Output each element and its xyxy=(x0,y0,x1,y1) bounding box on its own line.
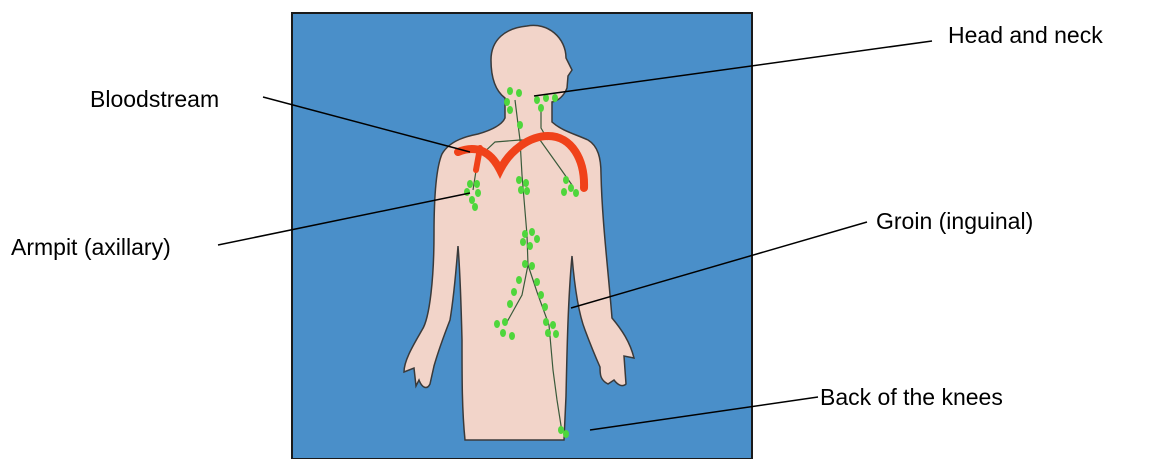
lymph-node xyxy=(538,104,544,112)
lymph-node xyxy=(507,106,513,114)
label-armpit: Armpit (axillary) xyxy=(11,236,171,259)
lymph-node xyxy=(507,300,513,308)
lymph-node xyxy=(516,176,522,184)
lymph-node xyxy=(523,179,529,187)
lymph-node xyxy=(552,94,558,102)
lymph-node xyxy=(500,329,506,337)
lymph-node xyxy=(502,318,508,326)
lymph-node xyxy=(534,278,540,286)
lymph-node xyxy=(494,320,500,328)
lymph-node xyxy=(550,321,556,329)
lymph-node xyxy=(545,329,551,337)
lymph-node xyxy=(529,262,535,270)
lymph-node xyxy=(558,426,564,434)
lymph-node xyxy=(517,121,523,129)
bloodstream-branch xyxy=(476,148,480,170)
lymph-node xyxy=(527,242,533,250)
lymph-node xyxy=(472,203,478,211)
lymph-node xyxy=(511,288,517,296)
lymph-node xyxy=(516,276,522,284)
lymph-node xyxy=(467,180,473,188)
lymph-node xyxy=(522,230,528,238)
lymph-node xyxy=(534,96,540,104)
lymph-node xyxy=(538,291,544,299)
lymph-node xyxy=(563,430,569,438)
lymph-node xyxy=(542,303,548,311)
label-back-of-knees: Back of the knees xyxy=(820,386,1003,409)
lymph-node xyxy=(524,187,530,195)
label-bloodstream: Bloodstream xyxy=(90,88,219,111)
lymph-node xyxy=(563,176,569,184)
lymph-node xyxy=(529,228,535,236)
lymph-node xyxy=(509,332,515,340)
lymph-node xyxy=(474,180,480,188)
lymph-node xyxy=(518,186,524,194)
lymph-node xyxy=(553,330,559,338)
lymph-node xyxy=(568,184,574,192)
lymph-node xyxy=(516,89,522,97)
lymph-node xyxy=(522,260,528,268)
lymph-node xyxy=(573,189,579,197)
lymph-node xyxy=(534,235,540,243)
lymph-node xyxy=(543,318,549,326)
lymph-node xyxy=(469,196,475,204)
lymph-node xyxy=(504,98,510,106)
lymph-node xyxy=(561,188,567,196)
lymph-node xyxy=(475,189,481,197)
label-head-and-neck: Head and neck xyxy=(948,24,1103,47)
lymph-node xyxy=(507,87,513,95)
label-groin: Groin (inguinal) xyxy=(876,210,1033,233)
lymph-node xyxy=(520,238,526,246)
